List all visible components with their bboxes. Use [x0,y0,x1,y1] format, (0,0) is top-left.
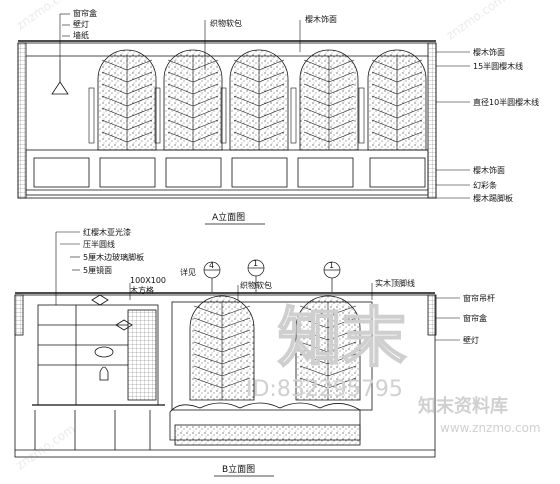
foreground-watermark: 知末 ID:832295795 知末资料库 www.znzmo.com [246,301,541,435]
elevation-b-arches [189,295,361,401]
label-grid-size: 100X100 [130,276,166,285]
watermark-url: www.znzmo.com [440,421,541,435]
elevation-a-arch-4-veins [303,56,355,150]
label-curtain-rod: 窗帘吊杆 [463,293,495,303]
elevation-b-arch-2-veins [299,302,357,400]
elevation-a-labels [59,13,470,199]
label-half-round-15: 15半圆樱木线 [473,61,523,71]
label-wallpaper-a: 墙纸 [73,30,89,40]
svg-text:znzmo.com: znzmo.com [14,0,78,32]
elevation-b-frame [14,294,436,458]
elevation-a-arch-2-veins [167,56,219,150]
elevation-a-pilaster-2 [154,87,161,144]
svg-text:znzmo.com: znzmo.com [14,422,78,473]
elevation-a-pilaster-1 [88,87,95,144]
elevation-a-arches [88,49,427,151]
elevation-a-pilaster-5 [358,87,365,144]
detail-marker-2: 1 [253,259,258,268]
label-fabric-panel-b: 织物软包 [240,280,272,290]
label-wood-grid: 木方格 [130,285,154,295]
label-wall-lamp-b: 壁灯 [463,335,479,345]
elevation-b-title: B立面图 [222,463,255,475]
detail-marker-1: 4 [209,261,214,270]
elevation-b [14,292,437,458]
label-curtain-box-a: 窗帘盒 [73,8,97,18]
elevation-a-pilaster-4 [290,87,297,144]
elevation-a-title: A立面图 [212,211,245,223]
label-cherry-veneer-a-right: 樱木饰面 [473,47,505,57]
elevation-b-labels [55,231,460,341]
label-mirror: 5厘镜面 [83,265,112,275]
label-red-cherry: 红樱木亚光漆 [83,227,131,237]
label-skirting: 樱木踢脚板 [473,193,513,203]
elevation-a [17,40,437,199]
watermark-id: ID:832295795 [246,377,403,402]
svg-text:znzmo.com: znzmo.com [444,0,508,42]
label-fabric-panel-a: 织物软包 [210,18,242,28]
elevation-a-arch-1-veins [101,56,153,150]
elevation-a-pilaster-3 [220,87,227,144]
label-color-strip: 幻彩条 [473,180,497,190]
elevation-a-arch-5-veins [371,56,423,150]
label-curtain-box-b: 窗帘盒 [463,313,487,323]
label-press-half-round: 压半圆线 [83,239,115,249]
watermark-logo: 知末 [278,302,406,376]
label-half-round-10: 直径10半圆樱木线 [473,97,539,107]
watermark-site: 知末资料库 [418,395,508,417]
label-glass-skirting: 5厘木边玻璃脚板 [83,252,144,262]
label-cherry-veneer-a-top: 樱木饰面 [305,14,337,24]
label-crown-molding: 实木顶脚线 [375,278,415,288]
label-wall-lamp-a: 壁灯 [73,19,89,29]
detail-markers [203,259,341,292]
label-see-detail: 详见 [180,267,196,277]
detail-marker-3: 1 [329,261,334,270]
label-cherry-veneer-a-low: 樱木饰面 [473,165,505,175]
elevation-a-arch-3-veins [233,56,285,150]
elevation-b-arch-1-veins [193,302,251,400]
